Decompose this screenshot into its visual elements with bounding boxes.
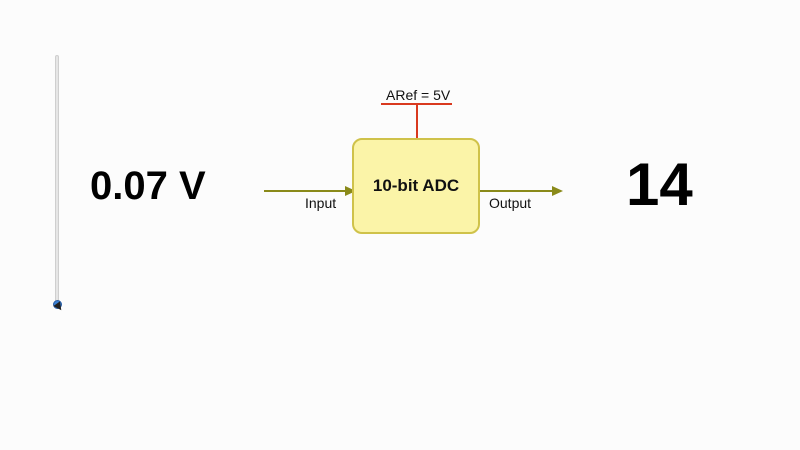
input-arrow-head — [345, 186, 356, 196]
input-label: Input — [305, 195, 337, 211]
aref-label: ARef = 5V — [386, 87, 451, 103]
voltage-slider-thumb[interactable] — [53, 300, 62, 309]
output-arrow-head — [552, 186, 563, 196]
adc-block: 10-bit ADC — [352, 138, 480, 234]
adc-output-value: 14 — [626, 151, 693, 218]
adc-label: 10-bit ADC — [372, 176, 460, 195]
input-voltage-readout: 0.07 V — [90, 164, 206, 208]
output-label: Output — [489, 195, 532, 211]
